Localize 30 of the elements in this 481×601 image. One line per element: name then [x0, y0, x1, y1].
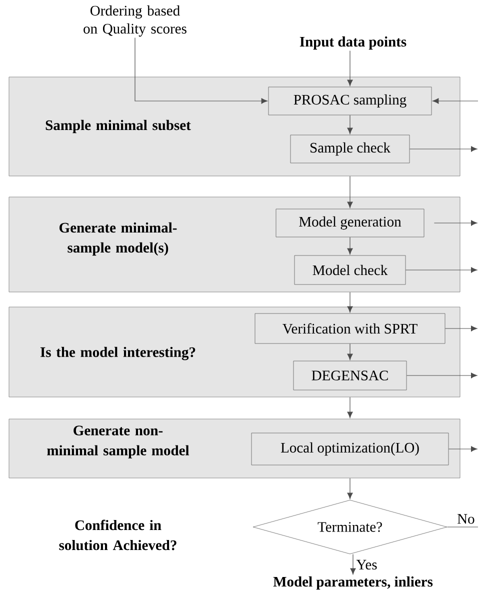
edge-label: Yes: [356, 560, 377, 570]
arrow: [448, 446, 478, 452]
process-box: Sample check: [290, 134, 410, 164]
edge-label: No: [458, 514, 474, 524]
arrow: [444, 326, 478, 332]
process-box: Model check: [294, 255, 406, 285]
arrow: [409, 146, 478, 152]
arrow: [434, 220, 478, 226]
arrow: [406, 372, 478, 378]
process-box: Local optimization(LO): [251, 432, 449, 466]
arrow: [347, 176, 353, 208]
arrow: [347, 343, 353, 360]
arrow: [347, 478, 353, 500]
arrow: [347, 292, 353, 312]
arrow: [347, 236, 353, 255]
process-box: Verification with SPRT: [254, 313, 446, 344]
arrow: [134, 38, 268, 104]
arrow: [347, 114, 353, 134]
arrow: [405, 267, 478, 273]
arrow: [347, 50, 353, 86]
process-box: PROSAC sampling: [268, 86, 432, 116]
process-box: Model generation: [276, 208, 424, 238]
arrow: [350, 554, 356, 574]
arrow: [432, 98, 478, 104]
note-text: Ordering based on Quality scores: [84, 5, 186, 37]
heading-text: Model parameters, inliers: [273, 576, 433, 590]
question-text: Confidence in solution Achieved?: [59, 520, 176, 550]
heading-text: Input data points: [300, 36, 406, 50]
process-box: DEGENSAC: [293, 360, 407, 390]
arrow: [347, 396, 353, 418]
